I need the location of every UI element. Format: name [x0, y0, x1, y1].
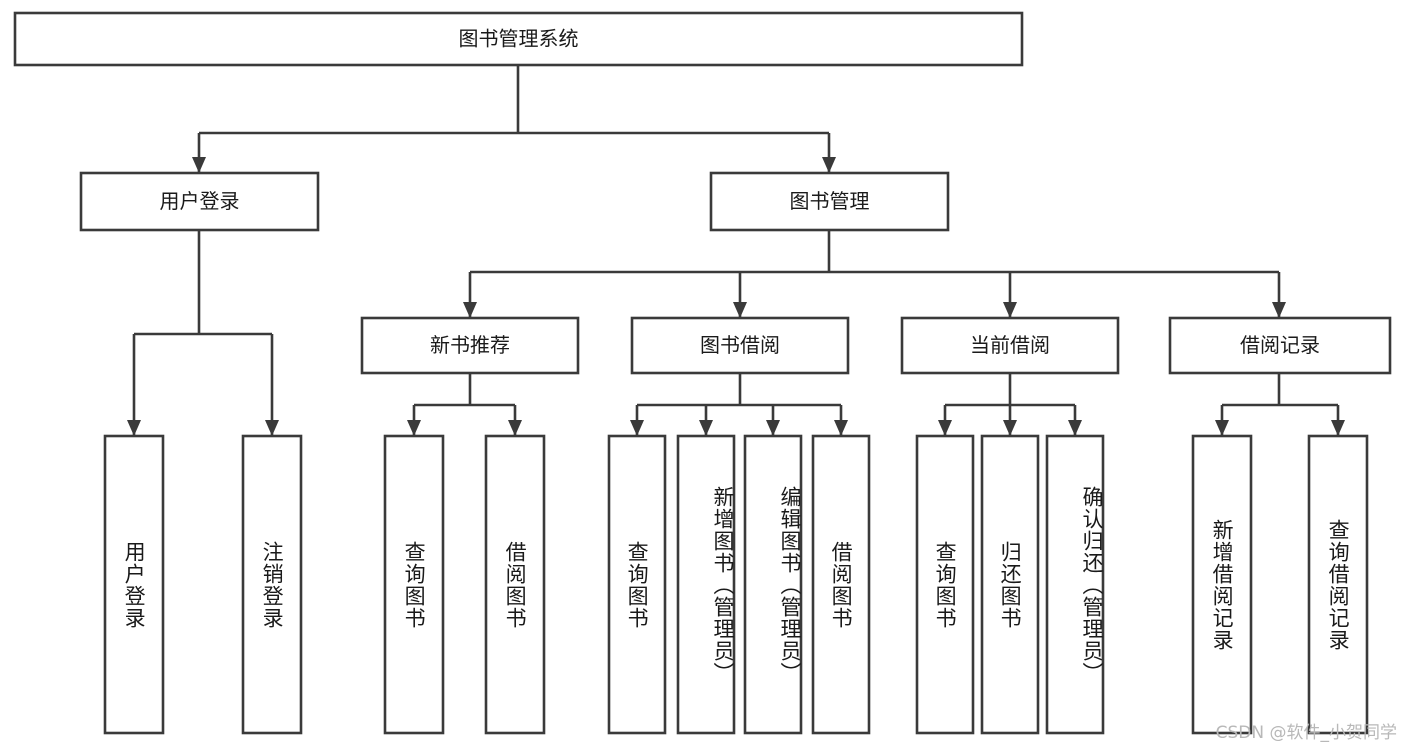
node-box[interactable]	[13, 11, 1024, 67]
node-box[interactable]	[103, 434, 165, 735]
arrow-head-icon	[699, 420, 713, 436]
node-label: 图书管理系统	[459, 27, 579, 51]
arrow-head-icon	[834, 420, 848, 436]
node-box[interactable]	[743, 434, 803, 735]
arrow-head-icon	[822, 157, 836, 173]
node-root[interactable]: 图书管理系统	[13, 11, 1024, 67]
node-new-book-rec[interactable]: 新书推荐	[360, 316, 580, 375]
node-box[interactable]	[484, 434, 546, 735]
arrow-head-icon	[407, 420, 421, 436]
node-leaf-add-book[interactable]	[676, 434, 736, 735]
node-label: 借阅记录	[1240, 333, 1320, 357]
arrow-head-icon	[192, 157, 206, 173]
connector-root-to-l2	[192, 65, 836, 173]
node-box[interactable]	[1307, 434, 1369, 735]
connector-l2-to-l3	[463, 230, 1286, 318]
watermark-text: CSDN @软件_小贺同学	[1215, 723, 1397, 743]
arrow-head-icon	[1272, 302, 1286, 318]
node-box[interactable]	[1045, 434, 1105, 735]
node-leaf-query-book-2[interactable]	[607, 434, 667, 735]
node-label: 用户登录	[160, 189, 240, 213]
connector-borrow-record-to-leaves	[1215, 373, 1345, 436]
connector-book-borrow-to-leaves	[630, 373, 848, 436]
node-leaf-logout[interactable]	[241, 434, 303, 735]
node-label: 图书管理	[790, 189, 870, 213]
node-box[interactable]	[811, 434, 871, 735]
node-leaf-add-record[interactable]	[1191, 434, 1253, 735]
node-box[interactable]	[980, 434, 1040, 735]
node-user-login[interactable]: 用户登录	[79, 171, 320, 232]
arrow-head-icon	[1215, 420, 1229, 436]
arrow-head-icon	[766, 420, 780, 436]
node-box[interactable]	[607, 434, 667, 735]
node-leaf-confirm-return[interactable]	[1045, 434, 1105, 735]
connector-current-borrow-to-leaves	[938, 373, 1082, 436]
arrow-head-icon	[1068, 420, 1082, 436]
node-box[interactable]	[676, 434, 736, 735]
node-label: 新书推荐	[430, 333, 510, 357]
node-leaf-return-book[interactable]	[980, 434, 1040, 735]
node-borrow-record[interactable]: 借阅记录	[1168, 316, 1392, 375]
node-box[interactable]	[79, 171, 320, 232]
node-box[interactable]	[1168, 316, 1392, 375]
connector-new-book-to-leaves	[407, 373, 522, 436]
arrow-head-icon	[733, 302, 747, 318]
node-leaf-borrow-book-1[interactable]	[484, 434, 546, 735]
arrow-head-icon	[1003, 420, 1017, 436]
arrow-head-icon	[630, 420, 644, 436]
node-label: 图书借阅	[700, 333, 780, 357]
arrow-head-icon	[1003, 302, 1017, 318]
node-box[interactable]	[630, 316, 850, 375]
node-box[interactable]	[241, 434, 303, 735]
node-book-borrow[interactable]: 图书借阅	[630, 316, 850, 375]
node-leaf-query-book-1[interactable]	[383, 434, 445, 735]
node-box[interactable]	[1191, 434, 1253, 735]
node-box[interactable]	[900, 316, 1120, 375]
arrow-head-icon	[265, 420, 279, 436]
arrow-head-icon	[508, 420, 522, 436]
node-box[interactable]	[383, 434, 445, 735]
node-leaf-edit-book[interactable]	[743, 434, 803, 735]
node-current-borrow[interactable]: 当前借阅	[900, 316, 1120, 375]
node-box[interactable]	[709, 171, 950, 232]
node-leaf-query-record[interactable]	[1307, 434, 1369, 735]
node-box[interactable]	[915, 434, 975, 735]
node-box[interactable]	[360, 316, 580, 375]
arrow-head-icon	[127, 420, 141, 436]
arrow-head-icon	[1331, 420, 1345, 436]
node-leaf-query-book-3[interactable]	[915, 434, 975, 735]
arrow-head-icon	[938, 420, 952, 436]
connector-user-login-to-leaves	[127, 230, 279, 436]
node-leaf-borrow-book-2[interactable]	[811, 434, 871, 735]
node-label: 当前借阅	[970, 333, 1050, 357]
arrow-head-icon	[463, 302, 477, 318]
node-book-manage[interactable]: 图书管理	[709, 171, 950, 232]
node-leaf-user-login[interactable]	[103, 434, 165, 735]
